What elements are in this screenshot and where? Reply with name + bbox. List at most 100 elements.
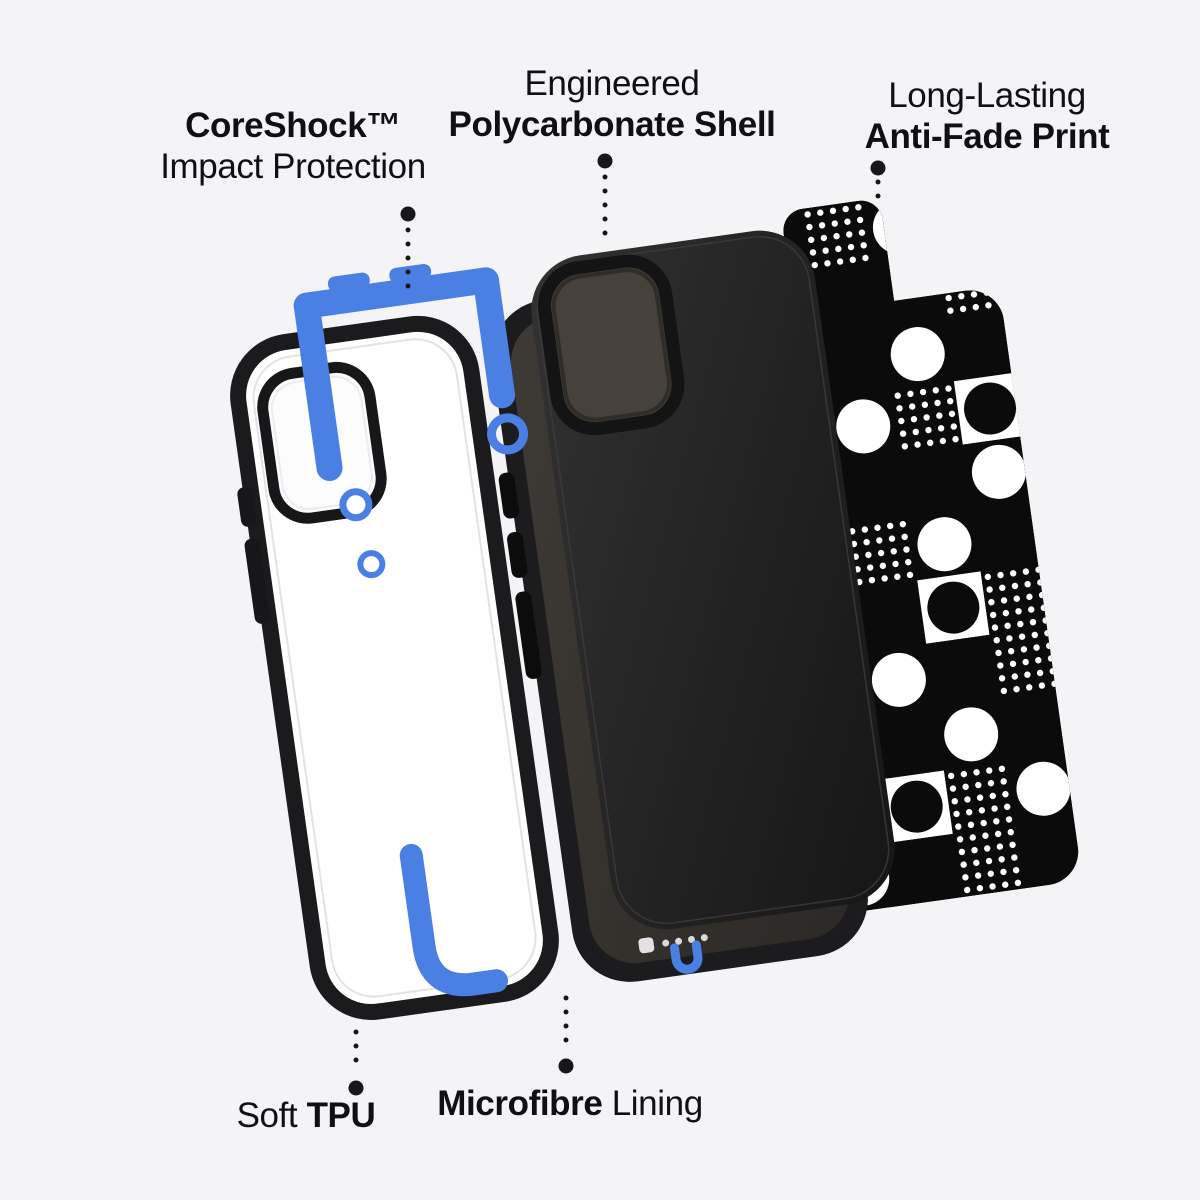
print-pattern-cell <box>925 426 932 434</box>
label-shell-title: Polycarbonate Shell <box>448 104 776 144</box>
print-pattern-cell <box>829 207 837 215</box>
print-pattern-cell <box>1000 868 1007 876</box>
print-pattern-cell <box>855 204 862 211</box>
print-pattern-cell <box>970 291 978 298</box>
side-button-long <box>244 538 270 624</box>
print-pattern-cell <box>822 247 829 254</box>
print-pattern-cell <box>981 276 989 284</box>
print-pattern-cell <box>1006 635 1013 642</box>
print-pattern-cell <box>936 412 943 419</box>
print-pattern-cell <box>1036 669 1044 677</box>
print-pattern-cell <box>1026 593 1033 601</box>
print-pattern-cell <box>978 807 986 814</box>
print-pattern-cell <box>937 425 945 432</box>
print-pattern-cell <box>956 836 964 843</box>
print-pattern-cell <box>992 262 999 269</box>
print-pattern-cell <box>1013 595 1020 602</box>
label-shell-eyebrow: Engineered <box>524 64 700 103</box>
print-pattern-cell <box>979 264 987 271</box>
print-pattern-cell <box>972 303 979 311</box>
print-pattern-cell <box>903 546 910 553</box>
print-pattern-cell <box>987 870 994 877</box>
print-pattern-cell <box>990 249 998 257</box>
print-pattern-cell <box>879 562 887 569</box>
print-pattern-cell <box>842 205 849 213</box>
blue-accent-ring-bottom <box>357 550 386 579</box>
speaker-hole <box>700 934 708 942</box>
print-pattern-cell <box>955 823 962 830</box>
print-pattern-cell <box>1029 619 1037 626</box>
connector-shell <box>597 153 613 249</box>
print-pattern-cell <box>958 848 966 856</box>
print-pattern-cell <box>831 220 838 227</box>
camera-cutout <box>538 254 685 436</box>
print-pattern-cell <box>1018 633 1026 640</box>
print-pattern-cell <box>993 637 1000 644</box>
print-pattern-cell <box>991 624 999 631</box>
connector-print <box>870 160 886 203</box>
print-pattern-cell <box>868 577 876 584</box>
print-pattern-cell <box>907 390 914 398</box>
speaker-hole <box>687 935 695 943</box>
print-pattern-cell <box>917 517 972 572</box>
print-pattern-cell <box>996 287 1003 295</box>
print-pattern-cell <box>997 571 1004 579</box>
print-pattern-cell <box>934 399 941 407</box>
print-pattern-cell <box>998 765 1006 772</box>
print-pattern-cell <box>947 307 954 314</box>
print-pattern-cell <box>965 253 972 260</box>
print-pattern-cell <box>998 675 1006 682</box>
print-pattern-cell <box>941 269 949 276</box>
print-pattern-cell <box>1000 687 1008 695</box>
print-pattern-cell <box>989 883 996 890</box>
print-pattern-cell <box>964 886 971 894</box>
print-pattern-cell <box>888 535 896 542</box>
print-pattern-cell <box>1009 570 1017 577</box>
print-pattern-cell <box>1015 608 1022 615</box>
speaker-hole <box>662 939 670 947</box>
connector-tpu <box>348 1029 364 1096</box>
label-lining-title: Microfibre <box>437 1084 603 1123</box>
print-pattern-cell <box>984 845 991 852</box>
print-pattern-cell <box>1002 790 1009 798</box>
print-pattern-cell <box>973 769 980 776</box>
print-pattern-cell <box>1011 582 1019 590</box>
print-pattern-cell <box>994 830 1002 838</box>
print-pattern-cell <box>995 649 1002 657</box>
print-pattern-cell <box>1022 658 1029 666</box>
print-pattern-cell <box>906 571 914 579</box>
print-pattern-cell <box>910 416 918 423</box>
print-pattern-cell <box>804 211 811 218</box>
blue-lanyard-loop <box>669 940 703 974</box>
print-pattern-cell <box>1000 597 1008 604</box>
print-pattern-cell <box>976 794 984 801</box>
print-pattern-cell <box>989 611 997 619</box>
label-print-title: Anti-Fade Print <box>864 116 1110 156</box>
print-pattern-cell <box>853 580 927 653</box>
print-pattern-cell <box>862 254 869 262</box>
print-pattern-cell <box>960 770 968 778</box>
print-pattern-cell <box>1007 647 1015 655</box>
print-pattern-cell <box>835 245 842 253</box>
print-pattern-cell <box>871 652 926 707</box>
print-pattern-cell <box>863 539 870 546</box>
print-pattern-cell <box>1011 673 1018 680</box>
connector-coreshock <box>400 206 416 295</box>
print-pattern-cell <box>985 302 992 309</box>
print-pattern-cell <box>1024 581 1031 588</box>
print-pattern-cell <box>940 256 947 264</box>
print-pattern-cell <box>901 443 909 450</box>
print-pattern-cell <box>1033 644 1040 651</box>
print-pattern-cell <box>987 780 995 787</box>
print-pattern-cell <box>967 821 975 829</box>
print-pattern-cell <box>927 197 1000 255</box>
print-pattern-cell <box>962 783 969 791</box>
print-pattern-cell <box>896 405 903 412</box>
print-pattern-cell <box>998 856 1005 863</box>
print-pattern-cell <box>809 249 817 256</box>
print-pattern-cell <box>919 388 927 396</box>
print-pattern-cell <box>899 430 907 437</box>
print-pattern-cell <box>991 805 998 812</box>
print-pattern-cell <box>932 387 939 394</box>
